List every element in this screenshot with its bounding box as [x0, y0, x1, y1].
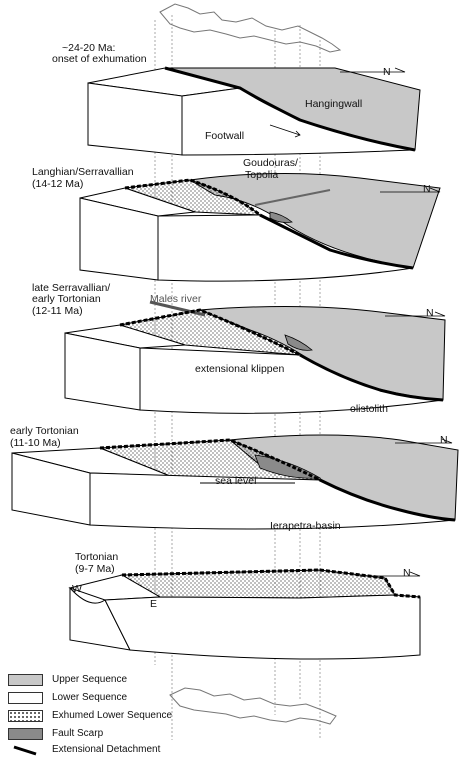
legend-swatch-upper: [8, 674, 43, 686]
topolia-label: Topolia: [245, 169, 279, 181]
detachment-2b: [259, 213, 414, 270]
north-arrow-1: [340, 67, 406, 73]
legend-label-lower: Lower Sequence: [52, 692, 128, 703]
north-arrow-4: [395, 438, 453, 444]
north-label-2: N: [423, 183, 431, 195]
stage-3-title-line-3: (12-11 Ma): [32, 305, 83, 317]
stage-1-block: [87, 66, 421, 156]
klippen-label: extensional klippen: [195, 363, 285, 375]
stage-2-title-line-1: Langhian/Serravallian: [32, 166, 134, 178]
legend-item-scarp: Fault Scarp: [8, 728, 248, 742]
stage-5-title-line-1: Tortonian: [75, 551, 119, 563]
north-label-4: N: [440, 434, 448, 446]
ierapetra-basin-label: Ierapetra-basin: [270, 520, 341, 532]
stage-1-title-line-2: onset of exhumation: [52, 53, 147, 65]
legend-item-exhumed: Exhumed Lower Sequence: [8, 710, 248, 724]
stage-3-block: [64, 300, 446, 414]
legend-label-upper: Upper Sequence: [52, 674, 128, 685]
stage-4-title-line-2: (11-10 Ma): [10, 437, 61, 449]
north-arrow-2: [380, 187, 441, 193]
slip-arrow-1: [269, 124, 301, 138]
stage-2-title-line-2: (14-12 Ma): [32, 178, 84, 190]
legend-item-lower: Lower Sequence: [8, 692, 248, 706]
legend-label-detachment: Extensional Detachment: [52, 744, 161, 755]
stage-3-title-line-2: early Tortonian: [32, 293, 101, 305]
legend-swatch-exhumed: [8, 710, 43, 722]
detachment-4b: [319, 478, 456, 522]
goudouras-label: Goudouras/: [243, 157, 298, 169]
detachment-2: [124, 178, 261, 217]
legend-item-detachment: Extensional Detachment: [8, 744, 248, 758]
north-label-1: N: [383, 66, 391, 78]
north-arrow-5: [360, 571, 421, 577]
footwall-front: [87, 82, 183, 156]
east-label: E: [150, 598, 158, 610]
legend-label-exhumed: Exhumed Lower Sequence: [52, 710, 173, 721]
legend-swatch-detachment: [13, 745, 37, 756]
legend-swatch-lower: [8, 692, 43, 704]
island-outline-top: [159, 3, 342, 53]
north-label-3: N: [426, 307, 434, 319]
olistolith-river-2: [254, 189, 331, 206]
exhumed-5: [120, 569, 396, 599]
north-arrow-3: [385, 311, 446, 317]
olistolith-label: olistolith: [350, 403, 388, 415]
west-label: W: [72, 583, 82, 595]
stage-5-block: [68, 568, 421, 660]
legend-label-scarp: Fault Scarp: [52, 728, 104, 739]
hangingwall-label: Hangingwall: [305, 98, 363, 110]
lower-side-5: [104, 594, 421, 660]
footwall-label: Footwall: [205, 130, 245, 142]
legend-item-upper: Upper Sequence: [8, 674, 248, 688]
detachment-4: [99, 438, 321, 482]
scarp-2: [269, 211, 293, 223]
stage-4-title-line-1: early Tortonian: [10, 425, 79, 437]
detachment-3b: [299, 353, 444, 402]
scarp-3: [284, 334, 313, 351]
detachment-3: [119, 308, 301, 357]
stage-4-block: [11, 434, 459, 530]
river-3: [149, 300, 206, 317]
island-outline-bottom: [169, 687, 337, 725]
legend-swatch-scarp: [8, 728, 43, 740]
stage-5-title-line-2: (9-7 Ma): [75, 563, 115, 575]
north-label-5: N: [403, 567, 411, 579]
stage-2-block: [79, 172, 441, 282]
stage-3-title-line-1: late Serravallian/: [32, 282, 111, 294]
sea-level-label: sea level: [215, 475, 257, 487]
detachment-5: [121, 568, 421, 599]
detachment-1: [164, 66, 416, 152]
males-river-label: Males river: [150, 293, 202, 305]
stage-1-title-line-1: ~24-20 Ma:: [62, 42, 116, 54]
